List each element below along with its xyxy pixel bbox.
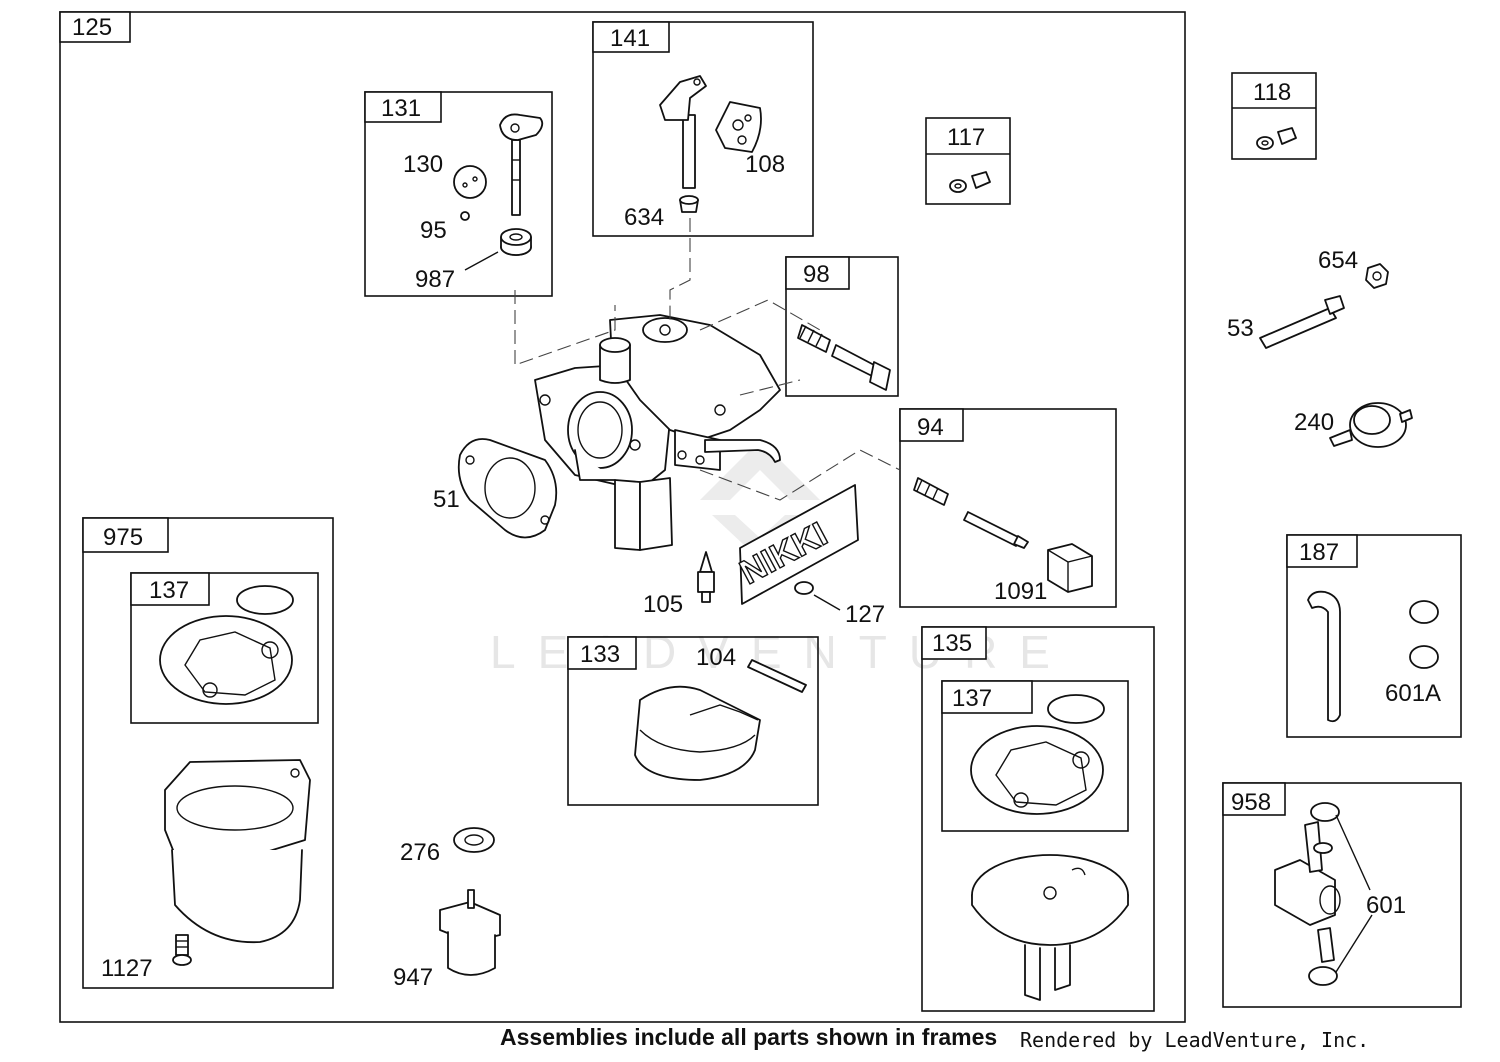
part-127-o-ring	[794, 581, 814, 595]
frame-117	[925, 117, 1011, 205]
frame-118	[1231, 72, 1317, 160]
frame-125	[59, 11, 1186, 1023]
part-135-diaphragm-plate	[971, 854, 1129, 1001]
part-118-jet-washer	[1256, 127, 1297, 150]
footer-credit: Rendered by LeadVenture, Inc.	[1020, 1028, 1370, 1052]
frame-133	[567, 636, 819, 806]
callout-1127[interactable]: 1127	[101, 955, 153, 982]
part-133-float	[634, 685, 761, 781]
frame-958	[1222, 782, 1462, 1008]
part-958-shutoff-valve	[1274, 821, 1341, 963]
frame-label-975[interactable]: 975	[103, 524, 143, 551]
frame-label-131[interactable]: 131	[381, 95, 421, 122]
frame-label-133[interactable]: 133	[580, 641, 620, 668]
part-634-seal	[679, 195, 699, 213]
part-141-throttle-shaft	[659, 75, 707, 189]
frame-label-137-left[interactable]: 137	[149, 577, 189, 604]
part-987-seal	[500, 228, 532, 256]
part-98-idle-screw	[797, 324, 891, 391]
frame-label-125[interactable]: 125	[72, 14, 112, 41]
callout-240[interactable]: 240	[1294, 409, 1334, 436]
callout-105[interactable]: 105	[643, 591, 683, 618]
callout-276[interactable]: 276	[400, 839, 440, 866]
part-654-nut	[1365, 263, 1389, 289]
frame-label-117[interactable]: 117	[947, 124, 985, 151]
part-137-gasket-left	[159, 615, 293, 705]
part-137-o-ring-right	[1047, 694, 1105, 724]
part-187-fuel-line	[1307, 590, 1341, 723]
frame-187	[1286, 534, 1462, 738]
callout-601a[interactable]: 601A	[1385, 680, 1441, 707]
part-105-needle	[697, 551, 715, 603]
part-975-float-bowl	[164, 759, 311, 944]
callout-51[interactable]: 51	[433, 486, 460, 513]
callout-104[interactable]: 104	[696, 644, 736, 671]
callout-108[interactable]: 108	[745, 151, 785, 178]
part-104-float-pin	[747, 659, 807, 693]
part-240-fuel-pump	[1329, 402, 1413, 448]
frame-label-118[interactable]: 118	[1253, 79, 1291, 106]
frame-131	[364, 91, 553, 297]
part-276-washer	[453, 827, 495, 853]
part-947-solenoid	[439, 889, 501, 976]
frame-label-137-right[interactable]: 137	[952, 685, 992, 712]
part-1091-solenoid	[1047, 543, 1093, 593]
callout-634[interactable]: 634	[624, 204, 664, 231]
frame-141	[592, 21, 814, 237]
part-1127-bowl-screw	[172, 934, 192, 966]
frame-label-187[interactable]: 187	[1299, 539, 1339, 566]
callout-654[interactable]: 654	[1318, 247, 1358, 274]
frame-label-98[interactable]: 98	[803, 261, 830, 288]
callout-127[interactable]: 127	[845, 601, 885, 628]
part-137-gasket-right	[970, 725, 1104, 815]
part-601a-clamps	[1409, 600, 1439, 669]
part-130-choke-plate	[453, 165, 487, 199]
callout-95[interactable]: 95	[420, 217, 447, 244]
part-94-mixture-screw	[913, 477, 1029, 549]
part-117-jet-washer	[949, 171, 991, 193]
part-137-o-ring-left	[236, 585, 294, 615]
callout-601[interactable]: 601	[1366, 892, 1406, 919]
part-95-screw	[460, 211, 470, 221]
frame-label-94[interactable]: 94	[917, 414, 944, 441]
part-108-gasket	[715, 101, 762, 153]
frame-135	[921, 626, 1155, 1012]
callout-53[interactable]: 53	[1227, 315, 1254, 342]
part-53-fuel-inlet	[1259, 295, 1345, 349]
frame-137-left	[130, 572, 319, 724]
carburetor-body	[534, 314, 781, 551]
frame-975	[82, 517, 334, 989]
frame-label-135[interactable]: 135	[932, 630, 972, 657]
part-51-gasket	[457, 438, 558, 539]
callout-130[interactable]: 130	[403, 151, 443, 178]
part-131-choke-shaft	[499, 113, 544, 216]
frame-137-right	[941, 680, 1129, 832]
callout-1091[interactable]: 1091	[994, 578, 1047, 605]
footer-assembly-note: Assemblies include all parts shown in fr…	[500, 1024, 998, 1050]
frame-label-958[interactable]: 958	[1231, 789, 1271, 816]
callout-987[interactable]: 987	[415, 266, 455, 293]
part-601-clamps	[1308, 802, 1340, 986]
frame-94	[899, 408, 1117, 608]
frame-label-141[interactable]: 141	[610, 25, 650, 52]
callout-947[interactable]: 947	[393, 964, 433, 991]
